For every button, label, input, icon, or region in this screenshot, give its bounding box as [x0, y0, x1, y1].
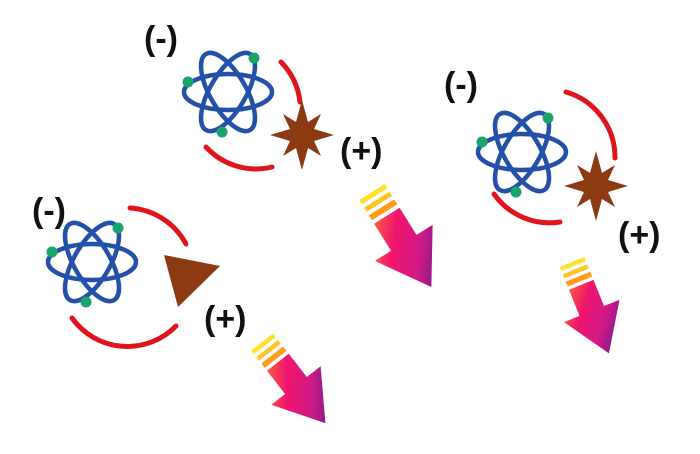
- positive-charge-label: (+): [204, 300, 247, 338]
- positive-charge-label: (+): [340, 132, 383, 170]
- atom-icon: [477, 105, 567, 199]
- down-right-arrow-icon: [343, 173, 461, 305]
- atom-group-left: (-) (+): [32, 192, 351, 443]
- shell-arc: [203, 59, 303, 172]
- down-right-arrow-icon: [544, 250, 637, 365]
- shell-arc: [491, 89, 618, 226]
- positive-charge-label: (+): [618, 216, 661, 254]
- triangle-ion-icon: [164, 255, 220, 307]
- atom-group-right: (-) (+): [444, 66, 661, 365]
- down-right-arrow-icon: [237, 322, 351, 443]
- star-ion-icon: [564, 151, 628, 221]
- negative-charge-label: (-): [144, 20, 178, 58]
- shell-arc: [69, 205, 189, 349]
- star-ion-icon: [270, 100, 334, 170]
- negative-charge-label: (-): [32, 192, 66, 230]
- atom-group-top: (-) (+): [144, 20, 461, 305]
- atom-icon: [183, 45, 273, 139]
- negative-charge-label: (-): [444, 66, 478, 104]
